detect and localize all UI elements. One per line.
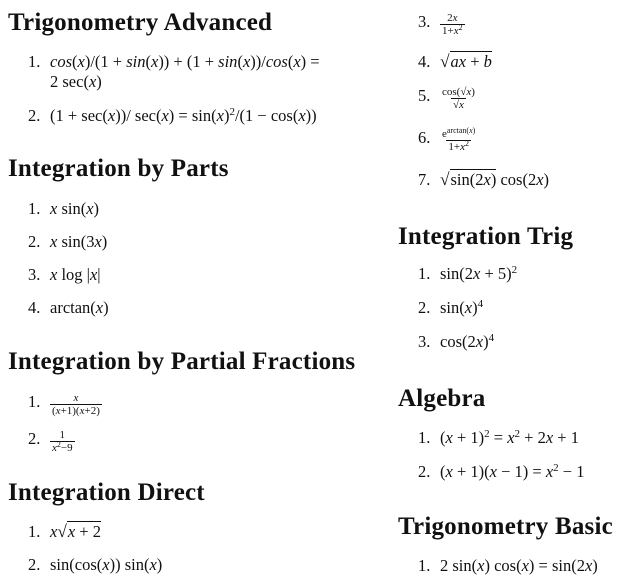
list-item: 5. cos(√x)√x — [418, 86, 475, 111]
trig-advanced-list: 1. cos(x)/(1 + sin(x)) + (1 + sin(x))/co… — [8, 52, 393, 126]
list-item: 1.sin(2x + 5)2 — [418, 264, 518, 283]
list-item: 2.sin(x)4 — [418, 298, 484, 317]
list-item: 2. (1 + sec(x))/ sec(x) = sin(x)2/(1 − c… — [28, 106, 317, 125]
section-title: Integration Direct — [8, 479, 205, 506]
list-item: 2.(x + 1)(x − 1) = x2 − 1 — [418, 462, 585, 481]
section-title: Integration by Partial Fractions — [8, 348, 356, 375]
section-title: Integration Trig — [398, 223, 574, 250]
list-item: 2.x sin(3x) — [28, 232, 108, 251]
section-title: Algebra — [398, 385, 486, 412]
integration-trig-list: 1.sin(2x + 5)2 2.sin(x)4 3.cos(2x)4 — [398, 264, 640, 352]
list-item: 1.2 sin(x) cos(x) = sin(2x) — [418, 556, 598, 575]
list-item: 1. x(x+1)(x+2) — [28, 392, 102, 417]
algebra-list: 1.(x + 1)2 = x2 + 2x + 1 2.(x + 1)(x − 1… — [398, 428, 640, 482]
list-item: 1.x√x + 2 — [28, 521, 101, 541]
list-item: 2.sin(cos(x)) sin(x) — [28, 555, 163, 574]
list-item: 3.x log |x| — [28, 265, 101, 284]
list-item: 7. √sin(2x) cos(2x) — [418, 169, 550, 189]
trig-basic-list: 1.2 sin(x) cos(x) = sin(2x) — [398, 556, 640, 576]
list-item: 1. cos(x)/(1 + sin(x)) + (1 + sin(x))/co… — [28, 52, 320, 91]
list-item: 1.(x + 1)2 = x2 + 2x + 1 — [418, 428, 579, 447]
list-item: 3.cos(2x)4 — [418, 332, 495, 351]
list-item: 4.arctan(x) — [28, 298, 109, 317]
list-item: 6. earctan(x)1+x2 — [418, 126, 476, 154]
section-title: Integration by Parts — [8, 155, 229, 182]
section-title: Trigonometry Basic — [398, 513, 613, 540]
integration-direct-list: 1.x√x + 2 2.sin(cos(x)) sin(x) — [8, 521, 393, 575]
section-title: Trigonometry Advanced — [8, 9, 273, 36]
expression: (1 + sec(x))/ sec(x) = sin(x)2/(1 − cos(… — [50, 106, 317, 125]
list-item: 4. √ax + b — [418, 51, 492, 71]
expression: cos(x)/(1 + sin(x)) + (1 + sin(x))/cos(x… — [50, 52, 320, 91]
list-item: 1.x sin(x) — [28, 199, 100, 218]
integration-parts-list: 1.x sin(x) 2.x sin(3x) 3.x log |x| 4.arc… — [8, 199, 393, 318]
